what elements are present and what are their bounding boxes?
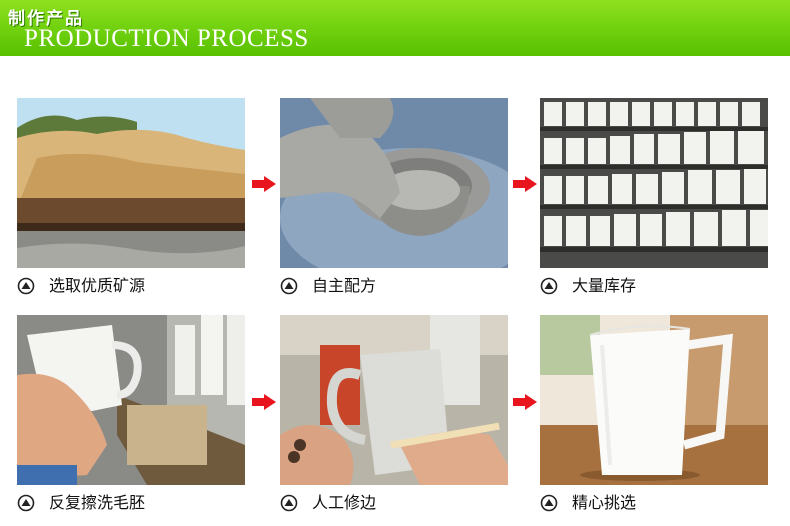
step-4-caption: 反复擦洗毛胚 [17, 493, 245, 515]
step-6-caption: 精心挑选 [540, 493, 768, 515]
mug-shelves-image [540, 98, 768, 268]
step-2-caption: 自主配方 [280, 276, 508, 298]
step-1-caption: 选取优质矿源 [17, 276, 245, 298]
step-4-label: 反复擦洗毛胚 [49, 493, 146, 512]
header-title-en: PRODUCTION PROCESS [24, 25, 309, 52]
right-arrow-icon [513, 394, 537, 410]
circled-up-arrow-icon [17, 277, 35, 295]
right-arrow-icon [513, 176, 537, 192]
step-3-caption: 大量库存 [540, 276, 768, 298]
right-arrow-icon [252, 176, 276, 192]
quarry-image [17, 98, 245, 268]
step-1-label: 选取优质矿源 [49, 276, 146, 295]
right-arrow-icon [252, 394, 276, 410]
pottery-wheel-image [280, 98, 508, 268]
header-banner: 制作产品 PRODUCTION PROCESS [0, 0, 790, 56]
circled-up-arrow-icon [280, 277, 298, 295]
step-5-label: 人工修边 [312, 493, 377, 512]
step-3-label: 大量库存 [572, 276, 637, 295]
step-5-caption: 人工修边 [280, 493, 508, 515]
step-2-label: 自主配方 [312, 276, 377, 295]
trimming-mug-image [280, 315, 508, 485]
step-6-photo [540, 315, 768, 485]
step-5-photo [280, 315, 508, 485]
circled-up-arrow-icon [280, 494, 298, 512]
circled-up-arrow-icon [17, 494, 35, 512]
step-6-label: 精心挑选 [572, 493, 637, 512]
step-3-photo [540, 98, 768, 268]
finished-mug-image [540, 315, 768, 485]
circled-up-arrow-icon [540, 277, 558, 295]
cleaning-mug-image [17, 315, 245, 485]
step-4-photo [17, 315, 245, 485]
step-1-photo [17, 98, 245, 268]
circled-up-arrow-icon [540, 494, 558, 512]
step-2-photo [280, 98, 508, 268]
header-title-cn: 制作产品 [8, 9, 84, 29]
